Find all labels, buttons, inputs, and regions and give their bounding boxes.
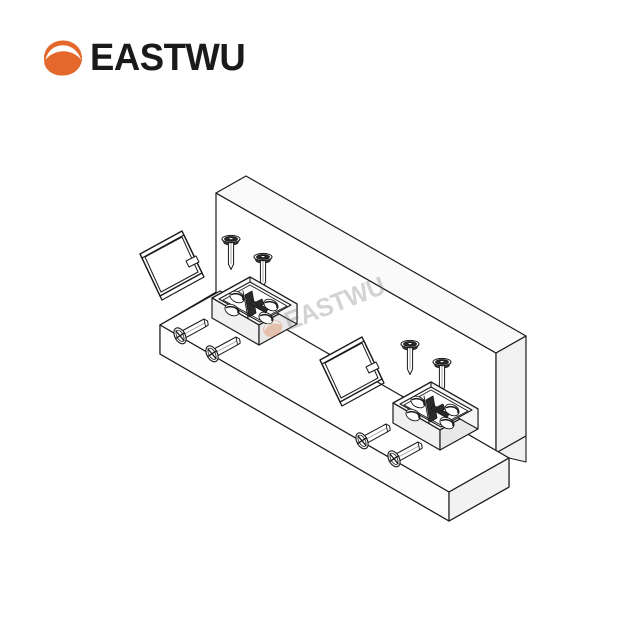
eastwu-lens-logo-icon bbox=[44, 40, 82, 76]
cover-plate-right bbox=[319, 336, 385, 407]
cover-plate-left bbox=[139, 230, 205, 301]
brand-logo: EASTWU bbox=[42, 38, 252, 78]
brand-wordmark: EASTWU bbox=[90, 37, 246, 79]
mounting-bracket-right bbox=[392, 381, 479, 451]
mounting-bracket-left bbox=[211, 276, 298, 346]
